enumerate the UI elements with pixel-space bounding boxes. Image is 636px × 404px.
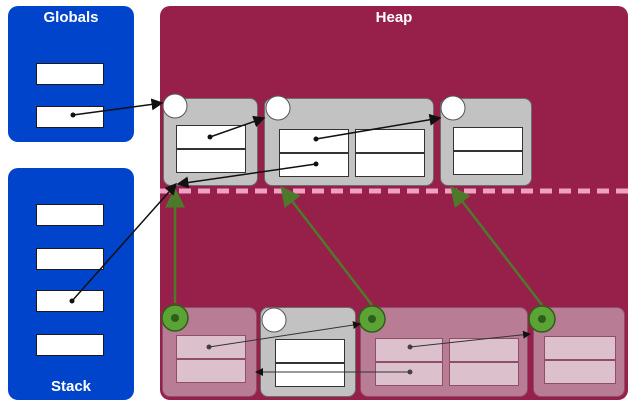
- globals-title: Globals: [43, 9, 99, 26]
- object-field: [449, 338, 519, 362]
- stack-slot: [36, 334, 104, 356]
- object-field: [544, 360, 616, 384]
- global-slot: [36, 63, 104, 85]
- object-field: [176, 359, 246, 383]
- object-field: [375, 338, 443, 362]
- stack-slot: [36, 248, 104, 270]
- old-heap-object: [360, 307, 528, 397]
- object-field: [375, 362, 443, 386]
- object-field: [279, 129, 349, 153]
- heap-object: [163, 98, 258, 186]
- heap-object: [440, 98, 532, 186]
- object-field: [279, 153, 349, 177]
- object-field: [275, 363, 345, 387]
- object-field: [355, 129, 425, 153]
- stack-panel: Stack: [8, 168, 134, 400]
- object-field: [449, 362, 519, 386]
- heap-title: Heap: [375, 9, 413, 26]
- old-heap-object: [162, 307, 257, 397]
- stack-title: Stack: [50, 378, 92, 395]
- globals-panel: Globals: [8, 6, 134, 142]
- object-field: [453, 151, 523, 175]
- stack-slot: [36, 204, 104, 226]
- object-field: [176, 149, 246, 173]
- object-field: [176, 125, 246, 149]
- stack-slot: [36, 290, 104, 312]
- object-field: [275, 339, 345, 363]
- old-heap-object: [533, 307, 625, 397]
- object-field: [453, 127, 523, 151]
- object-field: [544, 336, 616, 360]
- object-field: [355, 153, 425, 177]
- heap-object: [260, 307, 356, 397]
- heap-object: [264, 98, 434, 186]
- object-field: [176, 335, 246, 359]
- global-slot: [36, 106, 104, 128]
